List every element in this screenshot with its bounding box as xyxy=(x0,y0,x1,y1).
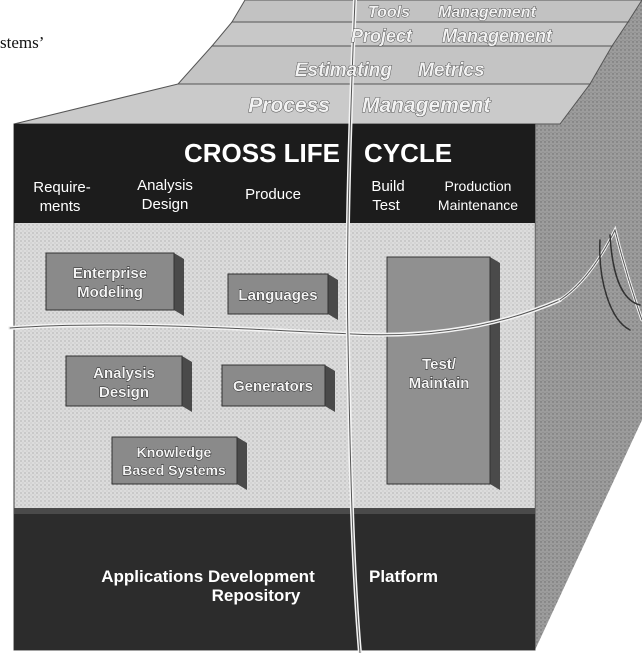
header-title-left: CROSS LIFE xyxy=(184,138,340,168)
tool-analysis-design-line1: Analysis xyxy=(93,365,155,382)
tool-enterprise-modeling-line1: Enterprise xyxy=(73,265,147,282)
tool-languages-label: Languages xyxy=(238,287,317,304)
tool-enterprise-modeling-line2: Modeling xyxy=(77,284,143,301)
phase-analysis-design-line2: Design xyxy=(142,196,189,213)
top-layer-project-right-label: Management xyxy=(442,26,553,46)
top-layer-estimating-right-label: Metrics xyxy=(418,60,485,81)
tool-analysis-design-line2: Design xyxy=(99,384,149,401)
phase-requirements-line1: Require- xyxy=(33,179,91,196)
top-layer-estimating xyxy=(178,46,612,84)
top-layer-estimating-left-label: Estimating xyxy=(295,60,393,81)
phase-build-test-line2: Test xyxy=(372,197,400,214)
top-layer-project xyxy=(212,22,628,46)
top-layer-project-left-label: Project xyxy=(351,26,413,46)
tool-knowledge-based-line1: Knowledge xyxy=(137,444,212,460)
tool-test-maintain-line1: Test/ xyxy=(422,356,457,373)
tool-test-maintain-line2: Maintain xyxy=(409,375,470,392)
phase-analysis-design-line1: Analysis xyxy=(137,177,193,194)
tool-knowledge-based-line2: Based Systems xyxy=(122,462,226,478)
top-layer-tools xyxy=(232,0,642,22)
base-repository-line1: Applications Development xyxy=(101,567,315,586)
top-layer-tools-left-label: Tools xyxy=(368,4,410,21)
base-platform-label: Platform xyxy=(369,567,438,586)
phase-production-maintenance-line2: Maintenance xyxy=(438,197,518,213)
top-layer-process-right-label: Management xyxy=(362,94,491,117)
phase-production-maintenance-line1: Production xyxy=(445,178,512,194)
tool-generators-label: Generators xyxy=(233,378,313,395)
phase-requirements-line2: ments xyxy=(40,198,81,215)
top-layer-tools-right-label: Management xyxy=(438,4,536,21)
base-band-top-edge xyxy=(14,508,535,514)
phase-build-test-line1: Build xyxy=(371,178,404,195)
cropped-caption-fragment: stems’ xyxy=(0,33,44,53)
base-repository-line2: Repository xyxy=(212,586,301,605)
header-title-right: CYCLE xyxy=(364,138,452,168)
top-layer-process-left-label: Process xyxy=(248,94,330,117)
phase-produce-label: Produce xyxy=(245,186,301,203)
